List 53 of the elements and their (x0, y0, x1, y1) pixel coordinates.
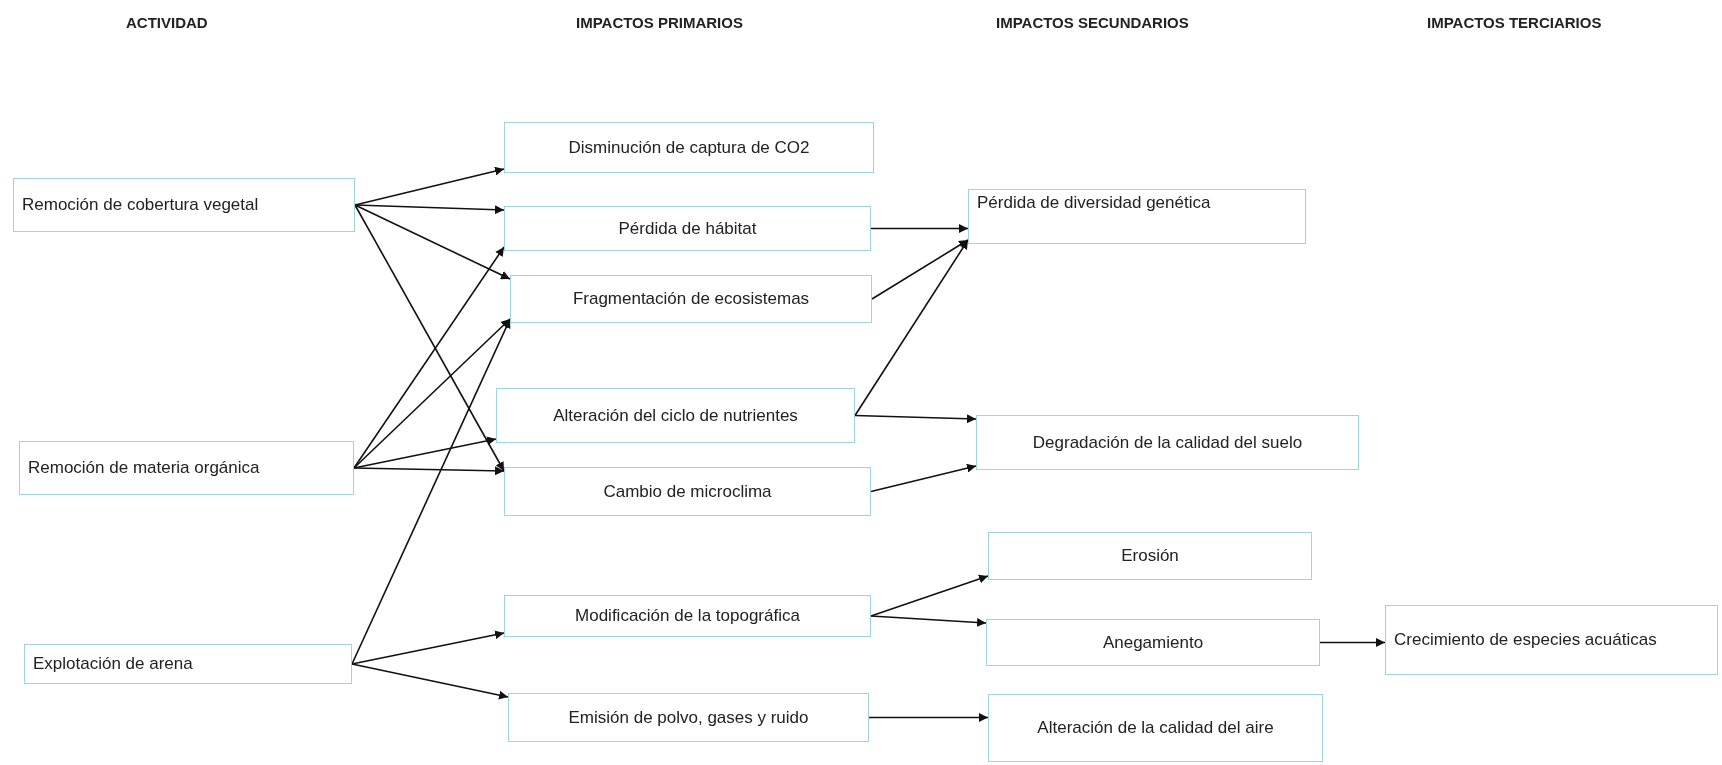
arrow (354, 204, 505, 472)
box-label: Degradación de la calidad del suelo (1032, 431, 1303, 454)
box-label: Explotación de arena (33, 653, 193, 675)
process-box (508, 693, 869, 742)
process-box (504, 206, 871, 251)
arrow (870, 574, 989, 617)
arrow (854, 239, 969, 417)
arrow (871, 239, 969, 300)
arrow (351, 630, 505, 665)
process-box (510, 275, 872, 323)
arrow (354, 204, 511, 280)
process-box (504, 467, 871, 516)
process-box (19, 441, 354, 495)
box-label: Pérdida de hábitat (618, 217, 757, 240)
box-label: Pérdida de diversidad genética (977, 192, 1211, 214)
process-box (24, 644, 352, 684)
process-box (976, 415, 1359, 470)
process-box (13, 178, 355, 232)
arrow (868, 713, 989, 722)
box-label: Remoción de cobertura vegetal (22, 194, 259, 216)
column-heading: IMPACTOS PRIMARIOS (576, 14, 743, 31)
column-heading: ACTIVIDAD (126, 14, 208, 31)
column-heading: IMPACTOS SECUNDARIOS (996, 14, 1189, 31)
process-box (1385, 605, 1718, 675)
process-box (496, 388, 855, 443)
box-label: Modificación de la topográfica (575, 605, 800, 627)
column-heading: IMPACTOS TERCIARIOS (1427, 14, 1602, 31)
process-box (988, 532, 1312, 580)
arrow (353, 466, 505, 476)
box-label: Crecimiento de especies acuáticas (1394, 629, 1657, 651)
arrow (351, 318, 511, 665)
process-box (504, 122, 874, 173)
arrow (854, 414, 977, 424)
box-label: Alteración del ciclo de nutrientes (553, 404, 798, 427)
box-label: Anegamiento (1102, 631, 1204, 654)
process-box (986, 619, 1320, 666)
box-label: Remoción de materia orgánica (28, 457, 260, 479)
arrow (870, 615, 987, 627)
box-label: Disminución de captura de CO2 (568, 136, 810, 159)
process-box (968, 189, 1306, 244)
process-box (988, 694, 1323, 762)
box-label: Erosión (1121, 545, 1179, 567)
arrow (354, 204, 505, 215)
arrow (353, 318, 511, 469)
arrow (870, 463, 977, 493)
arrow (351, 663, 509, 700)
box-label: Fragmentación de ecosistemas (572, 288, 810, 310)
arrow (870, 224, 969, 233)
box-label: Cambio de microclima (603, 480, 772, 503)
box-label: Alteración de la calidad del aire (1037, 717, 1274, 739)
process-box (504, 595, 871, 637)
arrow (1319, 638, 1386, 647)
box-label: Emisión de polvo, gases y ruido (568, 706, 809, 729)
